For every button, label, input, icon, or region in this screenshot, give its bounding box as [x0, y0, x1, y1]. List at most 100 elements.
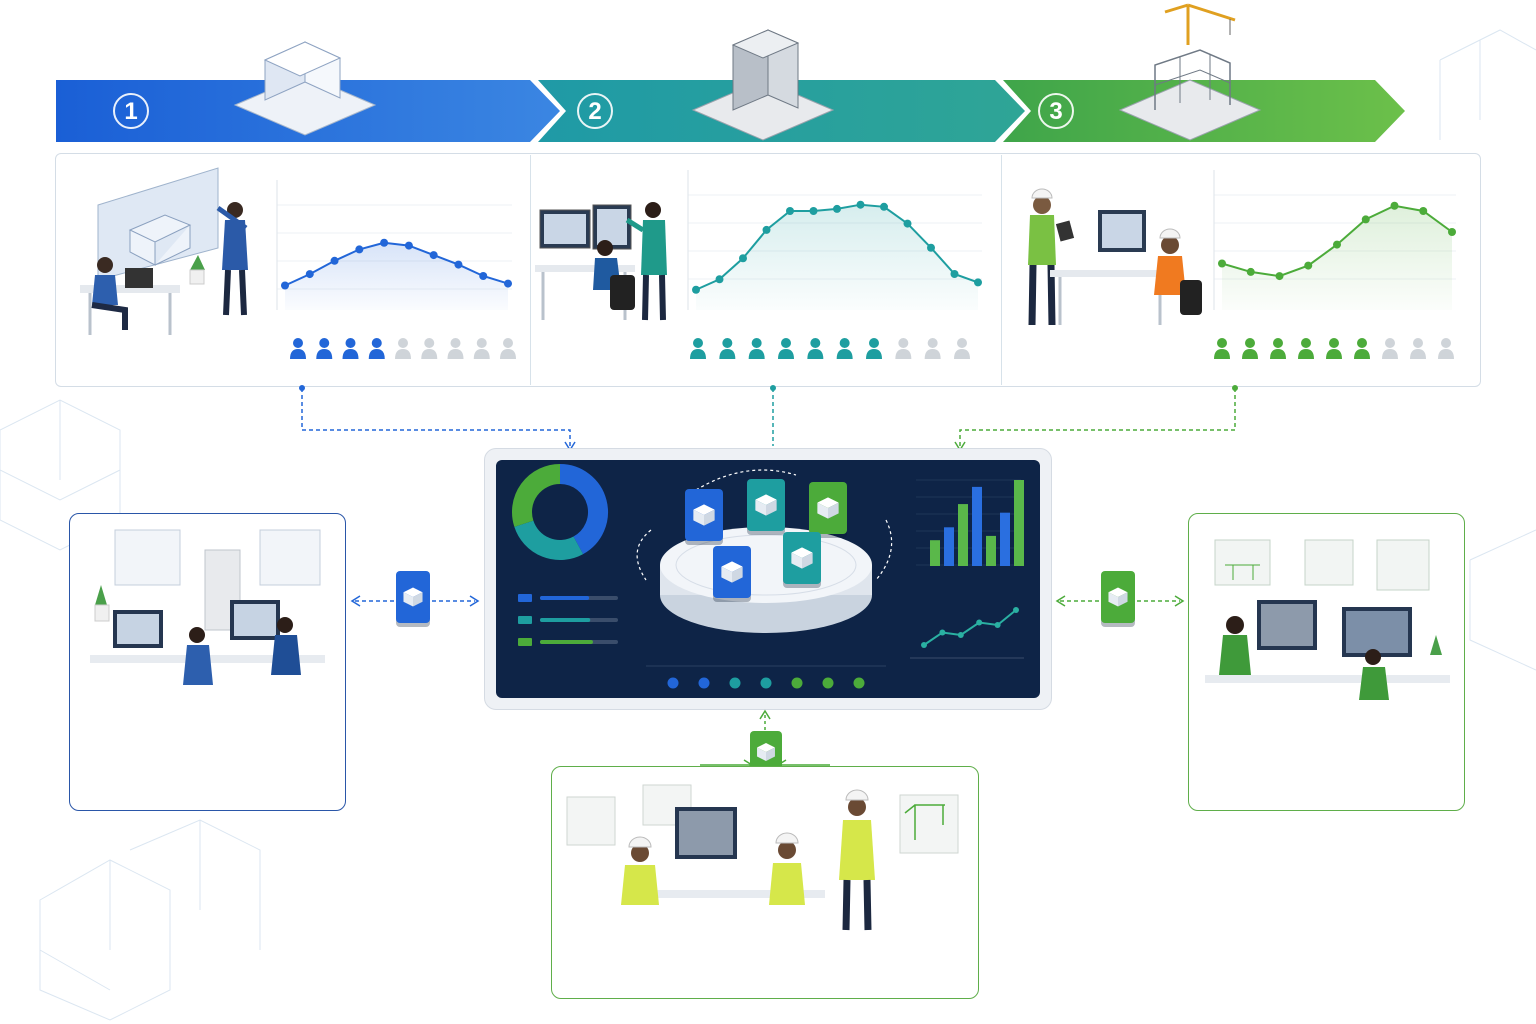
- person-icon: [954, 349, 970, 359]
- model-cube-icon-cube: [755, 494, 777, 505]
- engineering-model-token-cube: [757, 743, 775, 752]
- person-icon: [368, 349, 385, 359]
- data-point: [429, 251, 438, 260]
- trend-point: [994, 622, 1001, 628]
- person-icon: [345, 338, 356, 348]
- person-icon: [1354, 349, 1370, 359]
- status-dot: [667, 677, 679, 689]
- data-point: [1304, 261, 1313, 270]
- data-point: [330, 256, 339, 265]
- phase-1-line: [284, 241, 509, 287]
- person-icon: [869, 338, 879, 348]
- person-icon: [473, 349, 490, 359]
- trend-point: [939, 629, 946, 636]
- data-point: [950, 270, 959, 278]
- person-icon: [342, 349, 359, 359]
- data-point: [380, 238, 389, 247]
- legend-swatch: [518, 638, 532, 646]
- person-icon: [693, 338, 703, 348]
- model-cube-icon-cube: [755, 499, 766, 516]
- person-icon: [293, 338, 303, 348]
- person-icon: [316, 349, 333, 359]
- phase-divider: [1001, 155, 1002, 385]
- data-point: [739, 254, 747, 263]
- data-point: [1246, 267, 1255, 276]
- model-cube-icon-cube: [704, 509, 715, 526]
- construction-team-illustration: [1205, 539, 1450, 700]
- person-icon: [1273, 338, 1283, 348]
- model-cube-icon-cube: [828, 502, 839, 519]
- progress-fill: [540, 596, 590, 600]
- data-point: [903, 219, 912, 228]
- person-icon: [290, 349, 306, 359]
- person-icon: [1301, 338, 1311, 348]
- person-icon: [719, 349, 736, 359]
- design-team-illustration: [90, 529, 325, 685]
- design-model-token-cube: [403, 592, 413, 607]
- person-icon: [807, 349, 824, 359]
- person-icon: [450, 338, 461, 348]
- person-icon: [927, 338, 938, 348]
- data-point: [856, 200, 865, 209]
- data-point: [1448, 228, 1456, 236]
- model-cube-icon-cube: [693, 509, 704, 526]
- hub-visuals: [512, 464, 1024, 689]
- donut-segment: [559, 464, 608, 555]
- person-icon: [895, 349, 912, 359]
- trend-point: [921, 642, 927, 648]
- person-icon: [1438, 349, 1454, 359]
- model-cube-icon-cube: [766, 499, 777, 516]
- data-point: [1361, 215, 1370, 224]
- data-point: [1390, 201, 1399, 210]
- data-point: [762, 225, 771, 234]
- sync-arrow: [875, 519, 893, 581]
- person-icon: [1410, 349, 1426, 359]
- phase-2-number: 2: [577, 93, 613, 129]
- trend-line: [923, 609, 1017, 646]
- data-point: [974, 278, 982, 287]
- person-icon: [371, 338, 382, 348]
- person-icon: [1326, 349, 1342, 359]
- person-icon: [421, 349, 438, 359]
- designer-illustration: [80, 167, 248, 335]
- progress-fill: [540, 618, 591, 622]
- person-icon: [690, 349, 706, 359]
- person-icon: [781, 338, 791, 348]
- person-icon: [476, 338, 487, 348]
- model-cube-icon-cube: [732, 566, 743, 583]
- progress-fill: [540, 640, 593, 644]
- person-icon: [751, 338, 762, 348]
- person-icon: [1441, 338, 1451, 348]
- person-icon: [1357, 338, 1367, 348]
- data-point: [786, 207, 794, 215]
- engineering-model-token-cube: [766, 747, 775, 761]
- data-point: [1333, 240, 1341, 249]
- person-icon: [866, 349, 882, 359]
- data-point: [1275, 272, 1284, 281]
- data-point: [504, 279, 512, 288]
- phase-1-area: [285, 242, 508, 310]
- donut-segment: [514, 520, 584, 560]
- bar: [958, 504, 968, 566]
- data-point: [809, 207, 818, 215]
- data-point: [305, 270, 314, 279]
- person-icon: [924, 349, 941, 359]
- person-icon: [1214, 349, 1230, 359]
- person-icon: [395, 349, 411, 359]
- site-engineering-illustration: [566, 784, 959, 931]
- data-point: [927, 243, 935, 252]
- data-point: [281, 281, 289, 290]
- data-point: [880, 202, 888, 211]
- person-icon: [898, 338, 909, 348]
- design-model-token-cube: [403, 587, 423, 597]
- platform-ring: [675, 534, 857, 596]
- bar: [944, 527, 954, 566]
- data-point: [479, 272, 488, 280]
- data-point: [692, 285, 700, 294]
- model-cube-icon-cube: [802, 552, 813, 569]
- person-icon: [1245, 338, 1255, 348]
- data-point: [1419, 207, 1428, 215]
- status-dot: [791, 677, 803, 689]
- person-icon: [398, 338, 408, 348]
